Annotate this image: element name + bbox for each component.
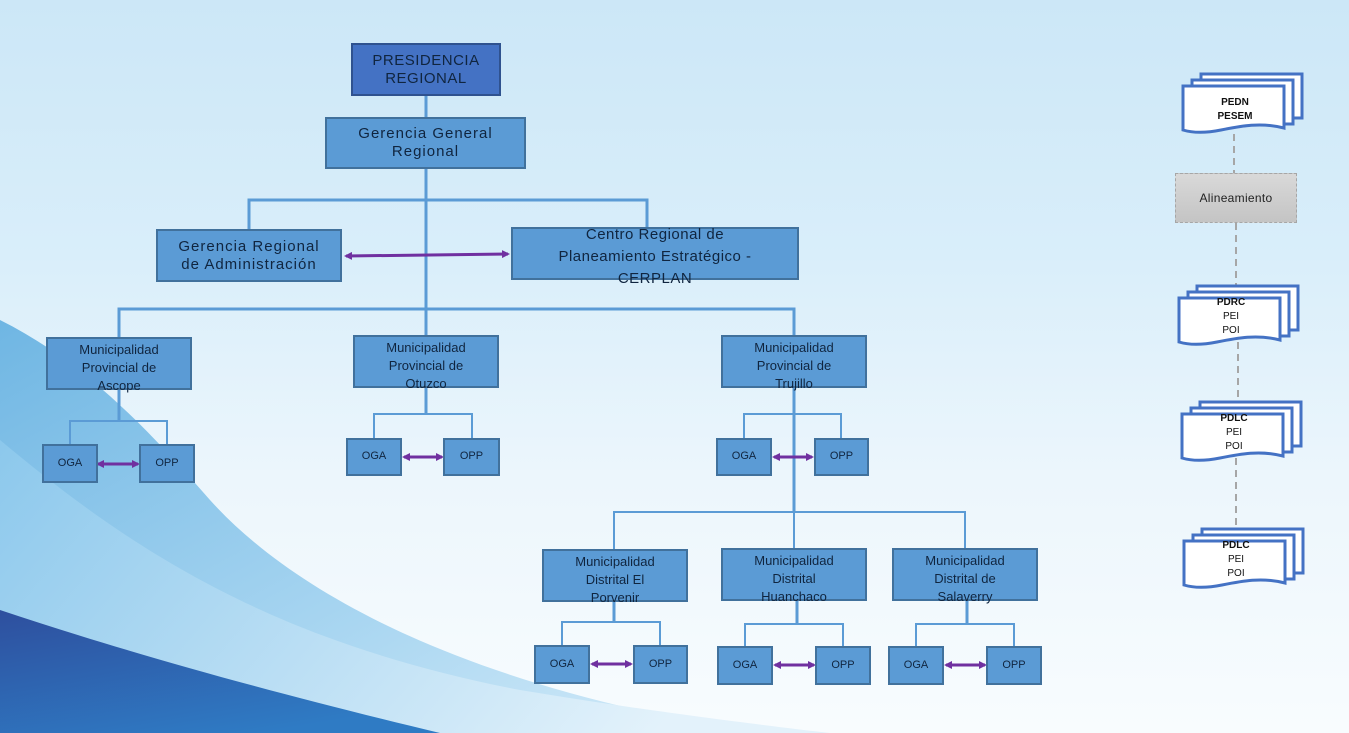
- alineamiento-box[interactable]: Alineamiento: [1175, 173, 1297, 223]
- oga-label: OGA: [903, 658, 929, 671]
- gerencia-administracion-label: Gerencia Regional de Administración: [178, 237, 320, 273]
- doc-line: PEI: [1227, 554, 1245, 565]
- gerencia-general-box[interactable]: Gerencia General Regional: [325, 117, 526, 169]
- municipalidad-provincial-ascope[interactable]: Municipalidad Provincial de Ascope: [46, 337, 192, 393]
- oga-box[interactable]: OGA: [716, 438, 772, 476]
- opp-box[interactable]: OPP: [443, 438, 500, 476]
- municipalidad-label: Municipalidad Provincial de Ascope: [79, 342, 159, 393]
- doc-title: PEDN: [1221, 97, 1249, 108]
- opp-box[interactable]: OPP: [986, 646, 1042, 685]
- alignment-dashed-line: [1233, 134, 1239, 530]
- opp-label: OPP: [648, 657, 673, 670]
- municipalidad-provincial-otuzco[interactable]: Municipalidad Provincial de Otuzco: [353, 335, 499, 391]
- oga-label: OGA: [549, 657, 575, 670]
- admin-cerplan-arrow: [344, 250, 510, 260]
- gerencia-general-label: Gerencia General Regional: [358, 125, 493, 160]
- plan-document-pedn[interactable]: PEDN PESEM: [1181, 72, 1306, 136]
- opp-label: OPP: [829, 450, 854, 463]
- oga-label: OGA: [731, 450, 757, 463]
- oga-label: OGA: [361, 450, 387, 463]
- oga-box[interactable]: OGA: [42, 444, 98, 483]
- doc-title: PDLC: [1222, 540, 1250, 551]
- cerplan-label: Centro Regional de Planeamiento Estratég…: [558, 226, 752, 287]
- opp-label: OPP: [1002, 658, 1026, 671]
- municipalidad-label: Municipalidad Provincial de Otuzco: [386, 340, 466, 391]
- doc-line: PESEM: [1217, 111, 1253, 122]
- municipalidad-provincial-trujillo[interactable]: Municipalidad Provincial de Trujillo: [721, 335, 867, 391]
- multi-document-icon: [1177, 284, 1300, 346]
- opp-box[interactable]: OPP: [633, 645, 688, 684]
- municipalidad-distrital-salaverry[interactable]: Municipalidad Distrital de Salaverry: [892, 548, 1038, 604]
- municipalidad-label: Municipalidad Distrital de Salaverry: [925, 553, 1005, 604]
- doc-line: POI: [1225, 441, 1243, 452]
- doc-title: PDRC: [1216, 297, 1246, 308]
- doc-line: POI: [1222, 325, 1240, 336]
- doc-line: PEI: [1225, 427, 1243, 438]
- doc-title: PDLC: [1220, 413, 1248, 424]
- opp-box[interactable]: OPP: [139, 444, 195, 483]
- opp-box[interactable]: OPP: [814, 438, 869, 476]
- oga-box[interactable]: OGA: [888, 646, 944, 685]
- oga-label: OGA: [732, 658, 758, 671]
- municipalidad-label: Municipalidad Distrital El Porvenir: [575, 554, 655, 605]
- oga-box[interactable]: OGA: [717, 646, 773, 685]
- multi-document-icon: [1182, 527, 1305, 589]
- plan-document-pdlc[interactable]: PDLC PEI POI: [1180, 400, 1305, 464]
- cerplan-box[interactable]: Centro Regional de Planeamiento Estratég…: [511, 226, 799, 287]
- plan-document-pdlc[interactable]: PDLC PEI POI: [1182, 527, 1307, 591]
- opp-label: OPP: [459, 450, 484, 463]
- oga-box[interactable]: OGA: [346, 438, 402, 476]
- oga-box[interactable]: OGA: [534, 645, 590, 684]
- opp-label: OPP: [831, 658, 855, 671]
- alineamiento-label: Alineamiento: [1199, 191, 1273, 205]
- municipalidad-distrital-huanchaco[interactable]: Municipalidad Distrital Huanchaco: [721, 548, 867, 604]
- oga-label: OGA: [57, 456, 83, 469]
- doc-line: POI: [1227, 568, 1245, 579]
- opp-label: OPP: [155, 456, 179, 469]
- gerencia-administracion-box[interactable]: Gerencia Regional de Administración: [156, 229, 342, 282]
- multi-document-icon: [1181, 72, 1304, 134]
- presidencia-regional-box[interactable]: PRESIDENCIA REGIONAL: [351, 43, 501, 96]
- municipalidad-label: Municipalidad Distrital Huanchaco: [754, 553, 834, 604]
- municipalidad-distrital-el-porvenir[interactable]: Municipalidad Distrital El Porvenir: [542, 549, 688, 605]
- presidencia-regional-label: PRESIDENCIA REGIONAL: [372, 51, 480, 87]
- doc-line: PEI: [1222, 311, 1240, 322]
- plan-document-pdrc[interactable]: PDRC PEI POI: [1177, 284, 1302, 348]
- multi-document-icon: [1180, 400, 1303, 462]
- municipalidad-label: Municipalidad Provincial de Trujillo: [754, 340, 834, 391]
- opp-box[interactable]: OPP: [815, 646, 871, 685]
